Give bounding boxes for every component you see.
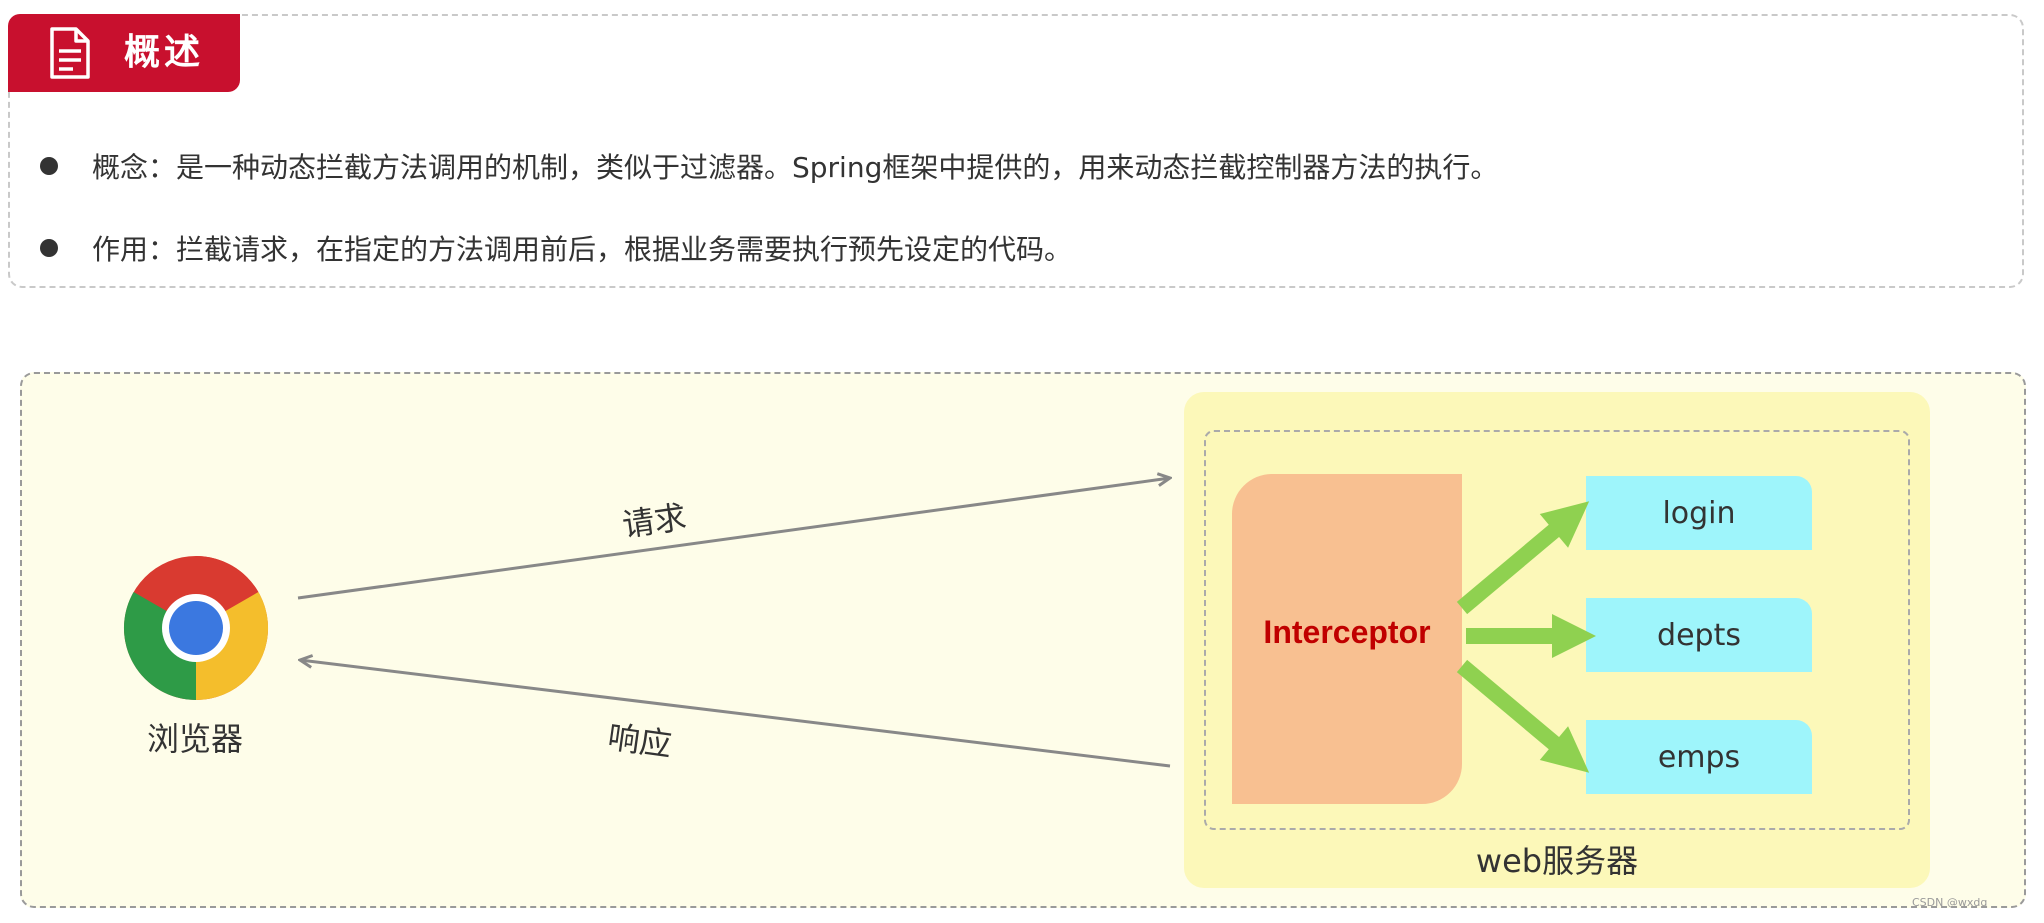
overview-header-tab: 概述 [8,14,240,92]
web-server-inner-frame [1204,430,1910,830]
purpose-bullet: 作用：拦截请求，在指定的方法调用前后，根据业务需要执行预先设定的代码。 [40,228,1072,268]
bullet-dot [40,157,58,175]
chrome-icon [123,555,269,700]
green-arrow-depts [1466,614,1596,658]
overview-card [8,14,2024,288]
response-arrow [300,660,1171,768]
interceptor-label: Interceptor [1263,614,1431,650]
endpoint-emps: emps [1586,720,1812,794]
bullet-dot [40,239,58,257]
endpoint-login: login [1586,476,1812,550]
purpose-text: 作用：拦截请求，在指定的方法调用前后，根据业务需要执行预先设定的代码。 [92,233,1073,266]
watermark: CSDN @wxdg [1912,896,1988,909]
request-arrow [297,478,1170,600]
green-arrow-emps [1456,659,1590,773]
concept-text: 概念：是一种动态拦截方法调用的机制，类似于过滤器。Spring框架中提供的，用来… [92,151,1499,184]
endpoint-depts: depts [1586,598,1812,672]
concept-bullet: 概念：是一种动态拦截方法调用的机制，类似于过滤器。Spring框架中提供的，用来… [40,146,1498,186]
green-arrow-login [1456,501,1590,615]
web-server-label: web服务器 [1475,842,1639,880]
browser-label: 浏览器 [146,720,243,758]
interceptor-box [1232,474,1462,804]
overview-title: 概述 [124,32,205,73]
document-icon [50,27,90,79]
